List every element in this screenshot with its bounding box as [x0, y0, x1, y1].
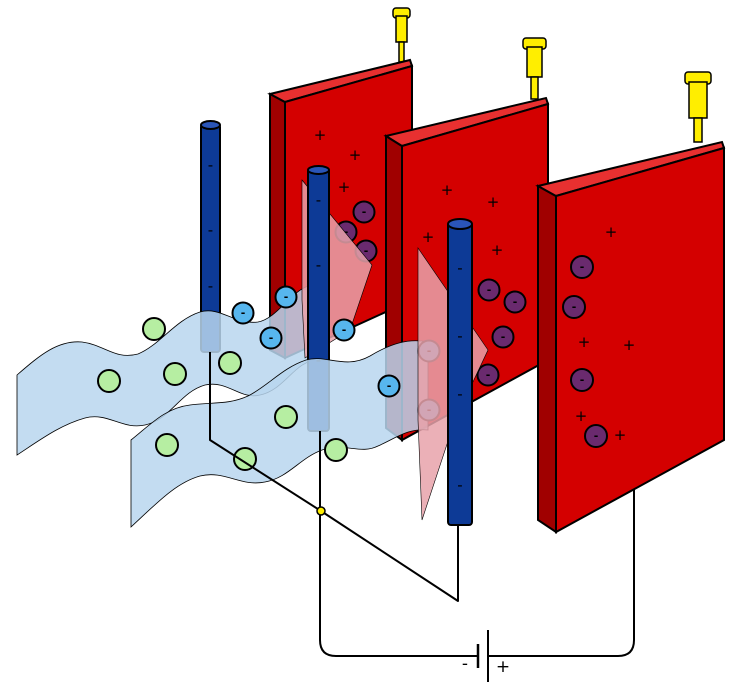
- svg-text:-: -: [387, 380, 392, 393]
- rod-1-minus-1: -: [208, 156, 213, 174]
- terminal-3-body: [688, 81, 708, 119]
- particle-8: [324, 438, 348, 462]
- svg-text:-: -: [580, 374, 585, 387]
- rod-2-minus-1: -: [316, 191, 321, 209]
- svg-text:-: -: [362, 206, 367, 219]
- plate-2-collected-ion-3: -: [491, 325, 515, 349]
- svg-text:-: -: [580, 261, 585, 274]
- negative-ion-1: -: [231, 301, 255, 325]
- rod-2-top: [307, 165, 330, 175]
- svg-text:-: -: [364, 245, 369, 258]
- svg-text:-: -: [284, 291, 289, 304]
- wire-junction-node: [316, 506, 326, 516]
- svg-text:-: -: [486, 369, 491, 382]
- svg-text:-: -: [487, 284, 492, 297]
- wire-negative-loop: [319, 511, 478, 657]
- plate-2-collected-ion-2: -: [503, 290, 527, 314]
- svg-text:-: -: [572, 301, 577, 314]
- wire-junction-to-rod-3: [320, 510, 459, 602]
- battery-negative-label: -: [462, 654, 468, 674]
- discharge-electrode-1: - - -: [200, 120, 221, 353]
- terminal-1-body: [395, 15, 408, 43]
- plate-1-plus-2: +: [349, 146, 362, 164]
- rod-1-top: [200, 120, 221, 130]
- terminal-1-stem: [398, 41, 405, 63]
- rod-3-minus-3: -: [457, 385, 462, 403]
- plate-3-collected-ion-2: -: [562, 295, 586, 319]
- battery-icon: - +: [462, 630, 510, 682]
- plate-2-plus-4: +: [491, 241, 504, 259]
- terminal-3-stem: [693, 117, 703, 143]
- negative-ion-4: -: [332, 318, 356, 342]
- plate-2-plus-2: +: [487, 193, 500, 211]
- wire-positive-loop: [488, 490, 635, 657]
- rod-2-minus-2: -: [316, 256, 321, 274]
- plate-1-plus-1: +: [314, 126, 327, 144]
- plate-2-collected-ion-4: -: [476, 363, 500, 387]
- plate-1-collected-ion-1: -: [352, 200, 376, 224]
- wire-rod-1: [209, 352, 322, 512]
- particle-3: [163, 362, 187, 386]
- collector-plate-3: + + + + + - - - -: [535, 71, 726, 534]
- plate-1-plus-3: +: [338, 178, 351, 196]
- negative-ion-3: -: [259, 326, 283, 350]
- svg-text:-: -: [241, 307, 246, 320]
- particle-5: [155, 433, 179, 457]
- terminal-2-body: [526, 46, 543, 78]
- battery-positive-label: +: [496, 657, 510, 677]
- svg-text:-: -: [513, 296, 518, 309]
- circuit-wiring: [209, 352, 635, 657]
- plate-3-collected-ion-1: -: [570, 255, 594, 279]
- plate-3-plus-5: +: [614, 426, 627, 444]
- svg-text:-: -: [594, 430, 599, 443]
- particle-2: [97, 369, 121, 393]
- rod-1-minus-2: -: [208, 221, 213, 239]
- plate-2-plus-3: +: [422, 228, 435, 246]
- plate-2-plus-1: +: [441, 181, 454, 199]
- plate-3-plus-1: +: [605, 223, 618, 241]
- plate-2-collected-ion-1: -: [477, 278, 501, 302]
- particle-4: [218, 351, 242, 375]
- rod-1-minus-3: -: [208, 277, 213, 295]
- svg-text:-: -: [501, 331, 506, 344]
- particle-7: [274, 405, 298, 429]
- svg-text:-: -: [269, 332, 274, 345]
- plate-3-collected-ion-4: -: [584, 424, 608, 448]
- particle-6: [233, 447, 257, 471]
- rod-3-minus-2: -: [457, 327, 462, 345]
- plate-3-side: [537, 184, 557, 534]
- svg-text:-: -: [342, 324, 347, 337]
- negative-ion-2: -: [274, 285, 298, 309]
- particle-1: [142, 317, 166, 341]
- rod-3-minus-1: -: [457, 259, 462, 277]
- plate-3-plus-3: +: [623, 336, 636, 354]
- negative-ion-6: -: [377, 374, 401, 398]
- rod-3-top: [447, 218, 473, 230]
- plate-3-plus-4: +: [575, 407, 588, 425]
- terminal-2-stem: [530, 76, 539, 100]
- discharge-electrode-3: - - - -: [447, 218, 473, 526]
- gas-stream-1: - - -: [16, 284, 319, 456]
- svg-text:-: -: [344, 226, 349, 239]
- plate-3-plus-2: +: [578, 333, 591, 351]
- rod-3-minus-4: -: [457, 476, 462, 494]
- plate-3-collected-ion-3: -: [570, 368, 594, 392]
